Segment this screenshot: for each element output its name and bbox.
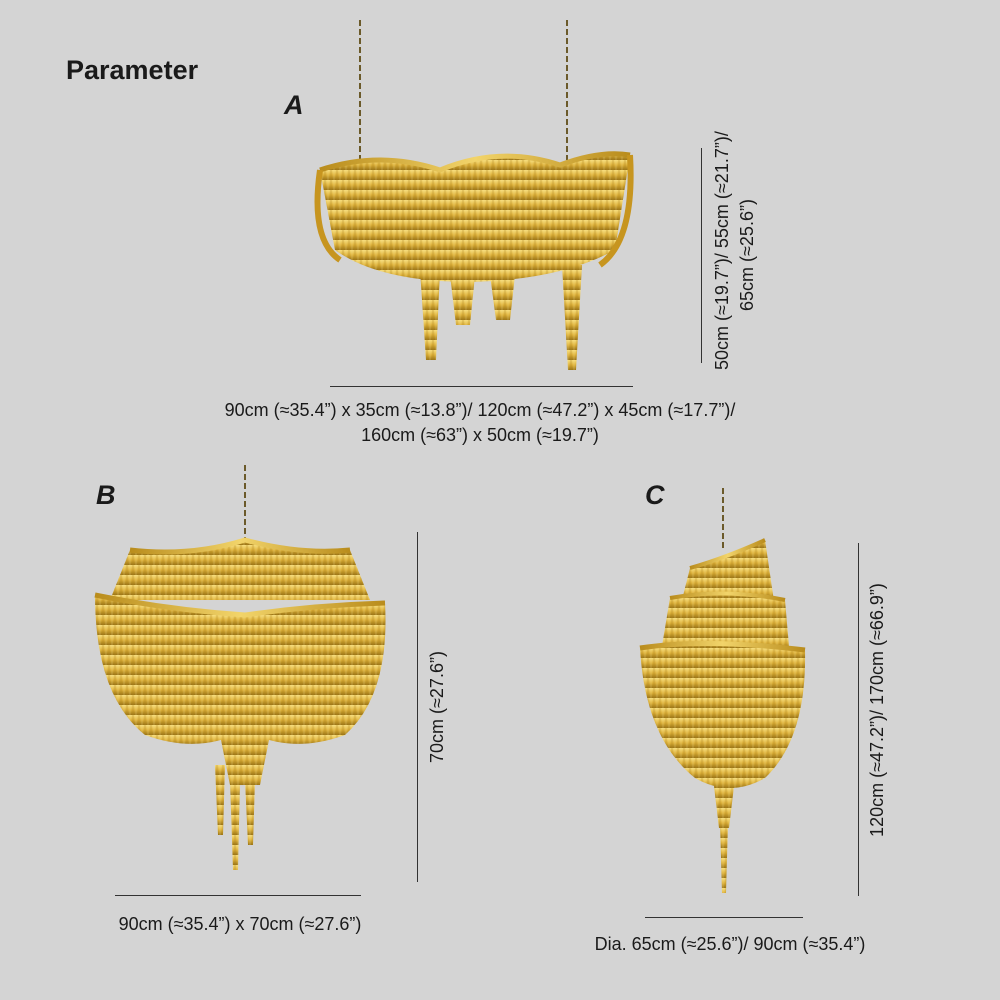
product-b-height-line: [417, 532, 418, 882]
product-a-width-label: 90cm (≈35.4”) x 35cm (≈13.8”)/ 120cm (≈4…: [150, 398, 810, 448]
product-b-width-line: [115, 895, 361, 896]
product-c-height-text: 120cm (≈47.2”)/ 170cm (≈66.9”): [867, 583, 887, 837]
product-c-height-label: 120cm (≈47.2”)/ 170cm (≈66.9”): [745, 583, 1000, 837]
three-tier-chandelier-icon: [639, 488, 806, 893]
square-two-tier-chandelier-icon: [94, 465, 386, 870]
product-a-width-line: [330, 386, 633, 387]
product-a-width-line2: 160cm (≈63”) x 50cm (≈19.7”): [361, 425, 599, 445]
product-c-letter: C: [645, 480, 665, 510]
product-a-height-line: [701, 148, 702, 363]
product-a-height-label: 50cm (≈19.7”)/ 55cm (≈21.7”)/ 65cm (≈25.…: [620, 131, 850, 370]
product-a-letter: A: [284, 90, 304, 120]
product-a-height-line1: 50cm (≈19.7”)/ 55cm (≈21.7”)/: [712, 131, 732, 370]
product-b-letter: B: [96, 480, 116, 510]
product-a-width-line1: 90cm (≈35.4”) x 35cm (≈13.8”)/ 120cm (≈4…: [224, 400, 736, 420]
rectangular-chain-chandelier-icon: [314, 20, 634, 370]
product-a-height-line2: 65cm (≈25.6”): [737, 199, 757, 311]
product-c-width-line: [645, 917, 803, 918]
product-c-height-line: [858, 543, 859, 896]
product-b-height-label: 70cm (≈27.6”): [340, 651, 540, 763]
product-b-width-label: 90cm (≈35.4”) x 70cm (≈27.6”): [118, 914, 362, 934]
product-b-height-text: 70cm (≈27.6”): [427, 651, 447, 763]
page-title: Parameter: [66, 55, 199, 85]
product-c-width-label: Dia. 65cm (≈25.6”)/ 90cm (≈35.4”): [594, 934, 866, 954]
